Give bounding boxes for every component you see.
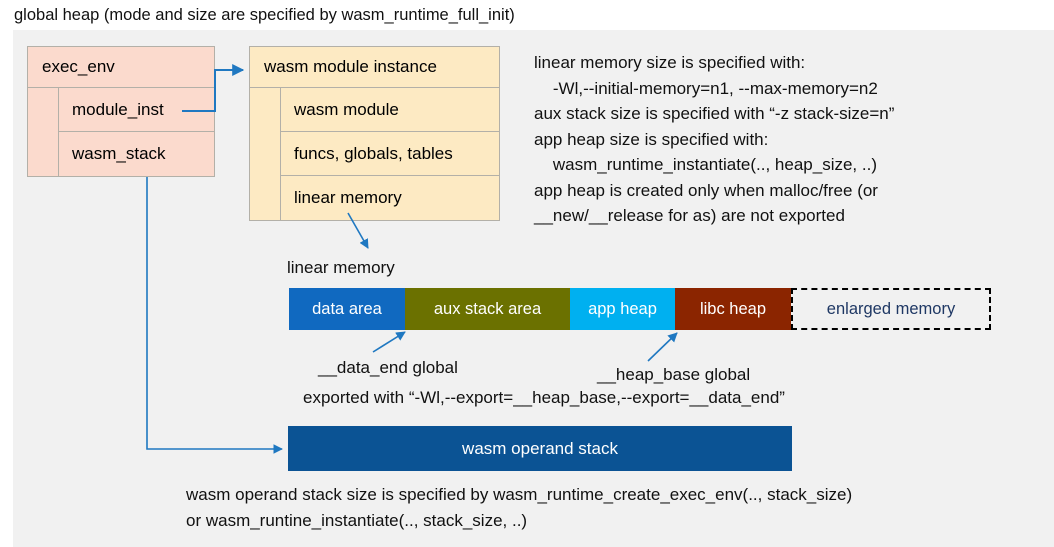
exec-env-gutter xyxy=(28,88,59,176)
exported-caption: exported with “-Wl,--export=__heap_base,… xyxy=(303,388,785,407)
wasm-module-instance-box: wasm module instance wasm module funcs, … xyxy=(249,46,500,221)
memory-segment-libc-heap: libc heap xyxy=(675,288,791,330)
exec-env-body: module_inst wasm_stack xyxy=(28,88,214,176)
module-instance-row-funcs-globals-tables: funcs, globals, tables xyxy=(281,132,499,176)
module-instance-gutter xyxy=(250,88,281,220)
heap-base-caption: __heap_base global xyxy=(597,365,751,384)
linear-memory-note: linear memory size is specified with: -W… xyxy=(534,53,895,225)
page-title: global heap (mode and size are specified… xyxy=(14,6,515,24)
memory-segment-aux-stack-area: aux stack area xyxy=(405,288,570,330)
exec-env-row-wasm-stack: wasm_stack xyxy=(59,132,214,176)
memory-segment-enlarged-memory: enlarged memory xyxy=(791,288,991,330)
operand-stack-note: wasm operand stack size is specified by … xyxy=(186,485,853,530)
memory-segment-app-heap: app heap xyxy=(570,288,675,330)
module-instance-row-wasm-module: wasm module xyxy=(281,88,499,132)
module-instance-body: wasm module funcs, globals, tables linea… xyxy=(250,88,499,220)
exec-env-box: exec_env module_inst wasm_stack xyxy=(27,46,215,177)
exec-env-header: exec_env xyxy=(28,47,214,88)
module-instance-header: wasm module instance xyxy=(250,47,499,88)
module-instance-row-linear-memory: linear memory xyxy=(281,176,499,220)
data-end-caption: __data_end global xyxy=(318,358,458,377)
wasm-operand-stack-box: wasm operand stack xyxy=(288,426,792,471)
exec-env-rows: module_inst wasm_stack xyxy=(59,88,214,176)
module-instance-rows: wasm module funcs, globals, tables linea… xyxy=(281,88,499,220)
linear-memory-bar-label: linear memory xyxy=(287,258,395,277)
exec-env-row-module-inst: module_inst xyxy=(59,88,214,132)
memory-segment-data-area: data area xyxy=(289,288,405,330)
